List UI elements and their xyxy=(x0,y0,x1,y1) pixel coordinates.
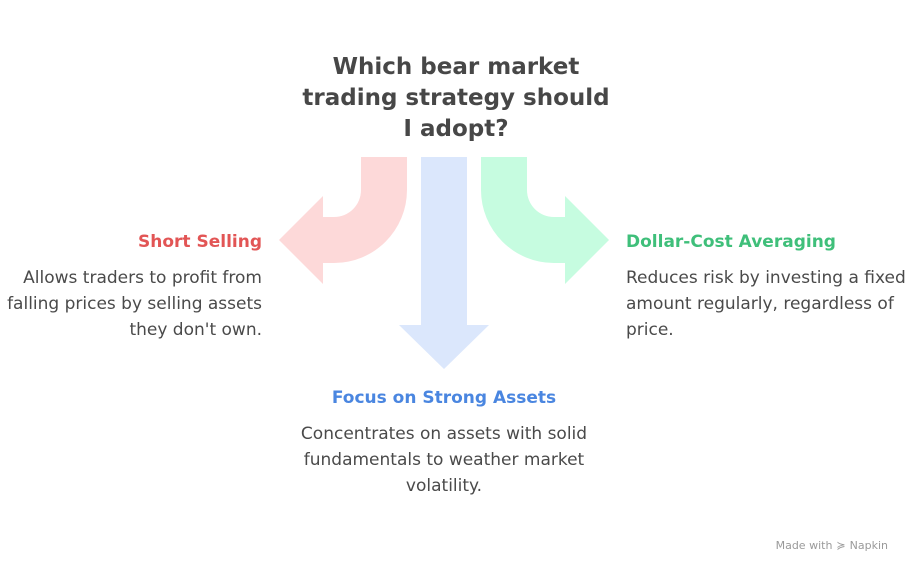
title-line: trading strategy should xyxy=(302,85,610,111)
option-heading-short-selling: Short Selling xyxy=(138,232,262,252)
arrow-down-icon xyxy=(399,157,489,369)
napkin-logo-icon: ≽ xyxy=(836,539,846,552)
option-heading-dollar-cost-averaging: Dollar-Cost Averaging xyxy=(626,232,836,252)
option-description-short-selling: Allows traders to profit from falling pr… xyxy=(7,268,262,340)
title-line: Which bear market xyxy=(332,54,580,80)
brand-name: Napkin xyxy=(849,539,888,552)
made-with-label: Made with xyxy=(775,539,833,552)
option-heading-focus-strong-assets: Focus on Strong Assets xyxy=(331,388,557,408)
title-line: I adopt? xyxy=(403,116,509,142)
diagram-title: Which bear market trading strategy shoul… xyxy=(256,52,656,145)
curved-arrow-right-icon xyxy=(481,157,609,284)
option-description-focus-strong-assets: Concentrates on assets with solid fundam… xyxy=(300,424,588,496)
curved-arrow-left-icon xyxy=(279,157,407,284)
option-description-dollar-cost-averaging: Reduces risk by investing a fixed amount… xyxy=(626,268,906,340)
made-with-napkin-footer: Made with ≽ Napkin xyxy=(776,539,888,552)
